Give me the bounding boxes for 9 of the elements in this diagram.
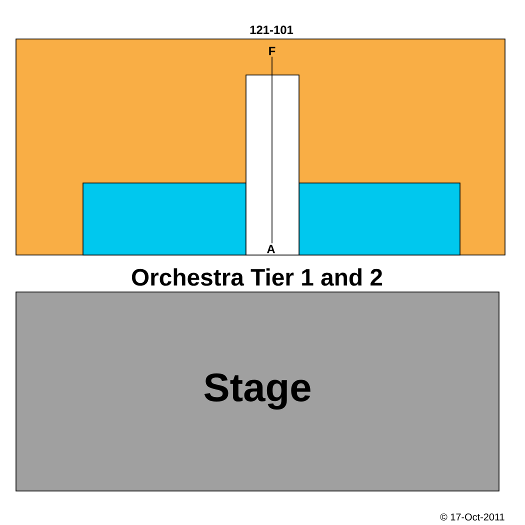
seating-section — [82, 182, 246, 256]
aisle — [246, 74, 300, 256]
seating-section — [298, 182, 460, 256]
section-label: 121-101 — [250, 26, 294, 34]
row-letter: A — [266, 244, 275, 254]
stage-area: Stage — [16, 292, 500, 492]
row-letter: F — [269, 46, 276, 56]
tier-label: Orchestra Tier 1 and 2 — [132, 268, 382, 286]
copyright-note: © 17-Oct-2011 — [440, 513, 504, 521]
